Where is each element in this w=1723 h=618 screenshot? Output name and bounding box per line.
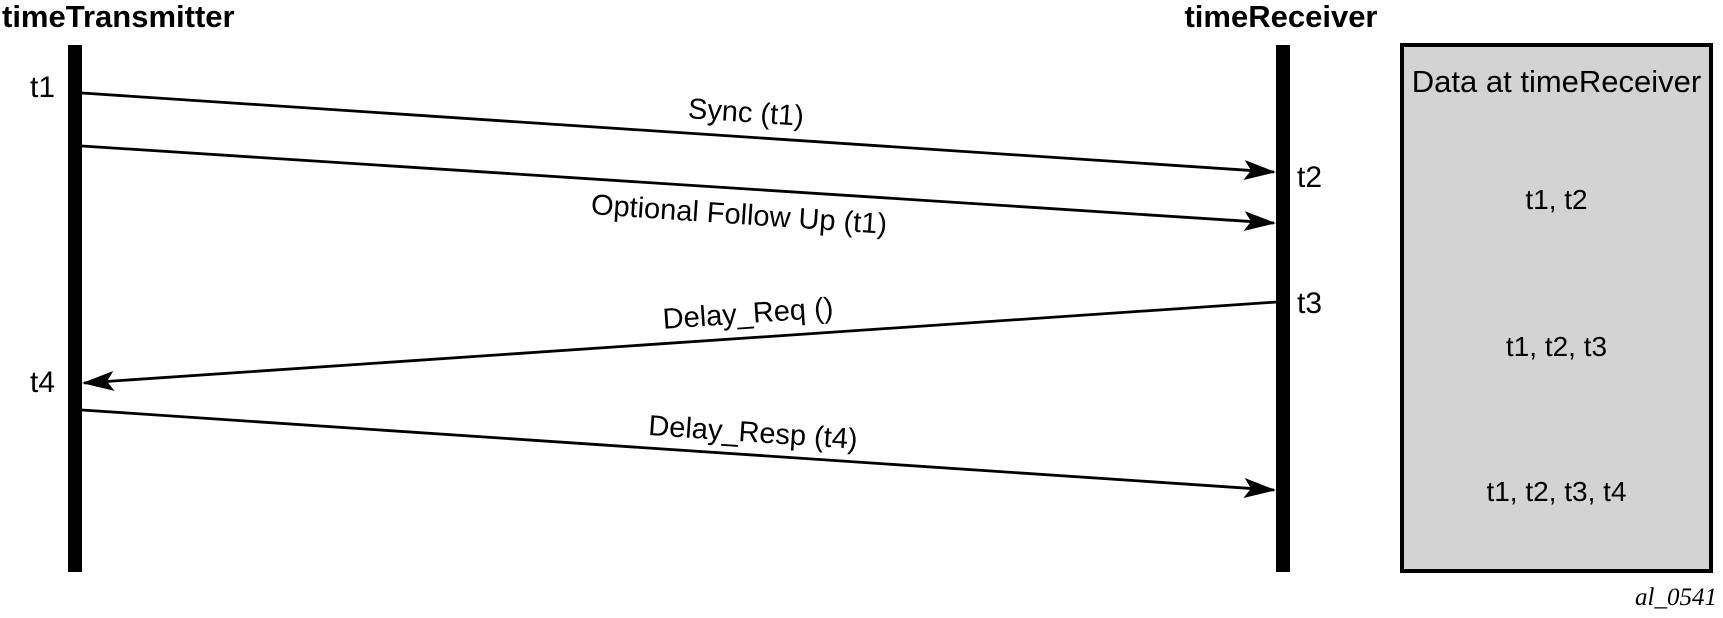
data-box-row: t1, t2, t3 xyxy=(1505,331,1608,362)
receiver-lifeline-bar xyxy=(1276,45,1290,572)
data-box-title: Data at timeReceiver xyxy=(1411,64,1702,99)
sync-message-label: Sync (t1) xyxy=(687,93,805,133)
figure-id: al_0541 xyxy=(1635,584,1717,611)
transmitter-title: timeTransmitter xyxy=(2,0,235,34)
data-at-receiver-box: Data at timeReceiver t1, t2 t1, t2, t3 t… xyxy=(1400,43,1713,573)
delay-resp-message-arrow xyxy=(81,408,1276,498)
timestamp-t3: t3 xyxy=(1297,287,1323,320)
receiver-title: timeReceiver xyxy=(1184,0,1378,34)
transmitter-lifeline-bar xyxy=(68,45,82,572)
data-box-row: t1, t2 xyxy=(1525,184,1588,215)
timestamp-t1: t1 xyxy=(30,71,56,104)
sync-message-arrow xyxy=(81,91,1276,180)
timestamp-t2: t2 xyxy=(1297,161,1323,194)
follow-up-message-arrow xyxy=(81,144,1276,232)
delay-req-message-arrow xyxy=(82,300,1278,391)
timestamp-t4: t4 xyxy=(30,366,56,399)
data-box-row: t1, t2, t3, t4 xyxy=(1486,476,1627,507)
